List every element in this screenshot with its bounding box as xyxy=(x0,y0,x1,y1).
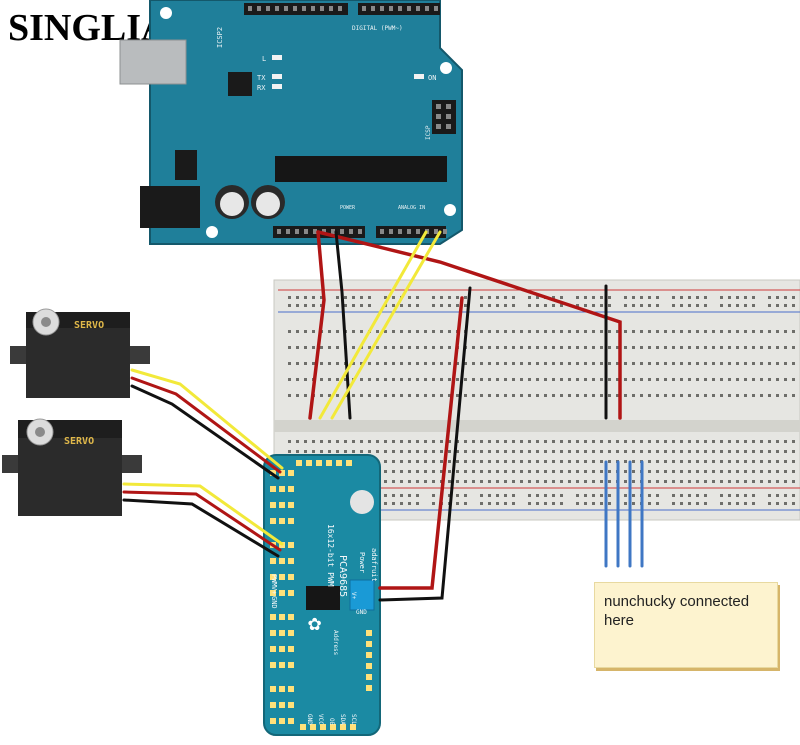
pwm-addr-label: Address xyxy=(332,630,339,656)
pwm-vcc-label: VCC xyxy=(317,714,324,725)
pwm-vplus-label: V+ xyxy=(350,592,357,600)
arduino-power-label: POWER xyxy=(340,205,356,211)
pwm-scl-label: SCL xyxy=(350,714,357,725)
pwm-gnd2-label: GND xyxy=(306,714,313,725)
mount-hole xyxy=(440,62,452,74)
microcontroller-chip xyxy=(275,156,447,182)
usb-connector xyxy=(119,39,187,85)
note-text: nunchucky connected here xyxy=(604,593,750,629)
led-rx xyxy=(272,84,282,89)
pwm-title-2: 16x12-bit PWM xyxy=(326,524,335,587)
arduino-l-label: L xyxy=(262,55,266,63)
servo-label: SERVO xyxy=(64,436,94,447)
pwm-brand: adafruit xyxy=(370,548,378,582)
wire-black xyxy=(378,286,472,602)
icsp-header xyxy=(432,100,456,134)
wire-yellow xyxy=(330,230,442,420)
led-l xyxy=(272,55,282,60)
nunchuck-note: nunchucky connected here xyxy=(594,582,778,668)
arduino-digital-label: DIGITAL (PWM~) xyxy=(352,25,403,32)
pwm-title-1: PCA9685 xyxy=(337,555,348,597)
pwm-sda-label: SDA xyxy=(339,714,346,725)
pwm-pwm-side-label: PWM xyxy=(270,574,278,587)
wire-yellow xyxy=(122,482,284,546)
pwm-gnd-label: GND xyxy=(356,609,367,616)
wires xyxy=(122,230,644,602)
pwm-gnd-side-label: GND xyxy=(270,596,278,609)
led-tx xyxy=(272,74,282,79)
arduino-icsp-label: ICSP xyxy=(425,125,432,140)
wire-black xyxy=(130,384,280,480)
mount-hole xyxy=(206,226,218,238)
wire-red xyxy=(316,230,622,420)
wire-yellow xyxy=(130,368,284,470)
arduino-board: ICSP2 DIGITAL (PWM~) L TX RX ON ICSP POW… xyxy=(119,0,463,245)
pca9685-chip xyxy=(306,586,340,610)
wire-red xyxy=(130,376,282,474)
servo-label: SERVO xyxy=(74,320,104,331)
arduino-on-label: ON xyxy=(428,74,436,82)
led-on xyxy=(414,74,424,79)
mount-hole xyxy=(160,7,172,19)
adafruit-star-icon: ✿ xyxy=(308,611,321,636)
servo-bottom: SERVO xyxy=(2,418,142,516)
wire-red xyxy=(308,230,326,420)
wire-yellow xyxy=(318,230,428,420)
arduino-analog-label: ANALOG IN xyxy=(398,205,425,211)
arduino-icsp2-label: ICSP2 xyxy=(216,27,224,48)
pwm-vplus-side-label: V+ xyxy=(270,586,278,594)
power-terminal-block xyxy=(349,579,375,611)
wire-black xyxy=(122,498,280,558)
usb-chip xyxy=(228,72,252,96)
pwm-power-label: Power xyxy=(358,552,366,573)
wire-black xyxy=(334,230,352,420)
pwm-oe-label: OE xyxy=(328,718,335,726)
power-jack xyxy=(140,186,200,228)
wire-red xyxy=(378,296,464,590)
regulator-chip xyxy=(175,150,197,180)
arduino-rx-label: RX xyxy=(257,84,266,92)
mount-hole xyxy=(350,490,374,514)
pwm-driver-board: PCA9685 16x12-bit PWM adafruit Power V+ … xyxy=(263,454,381,736)
mount-hole xyxy=(444,204,456,216)
wire-red xyxy=(122,490,282,552)
arduino-tx-label: TX xyxy=(257,74,266,82)
servo-top: SERVO xyxy=(10,308,150,398)
